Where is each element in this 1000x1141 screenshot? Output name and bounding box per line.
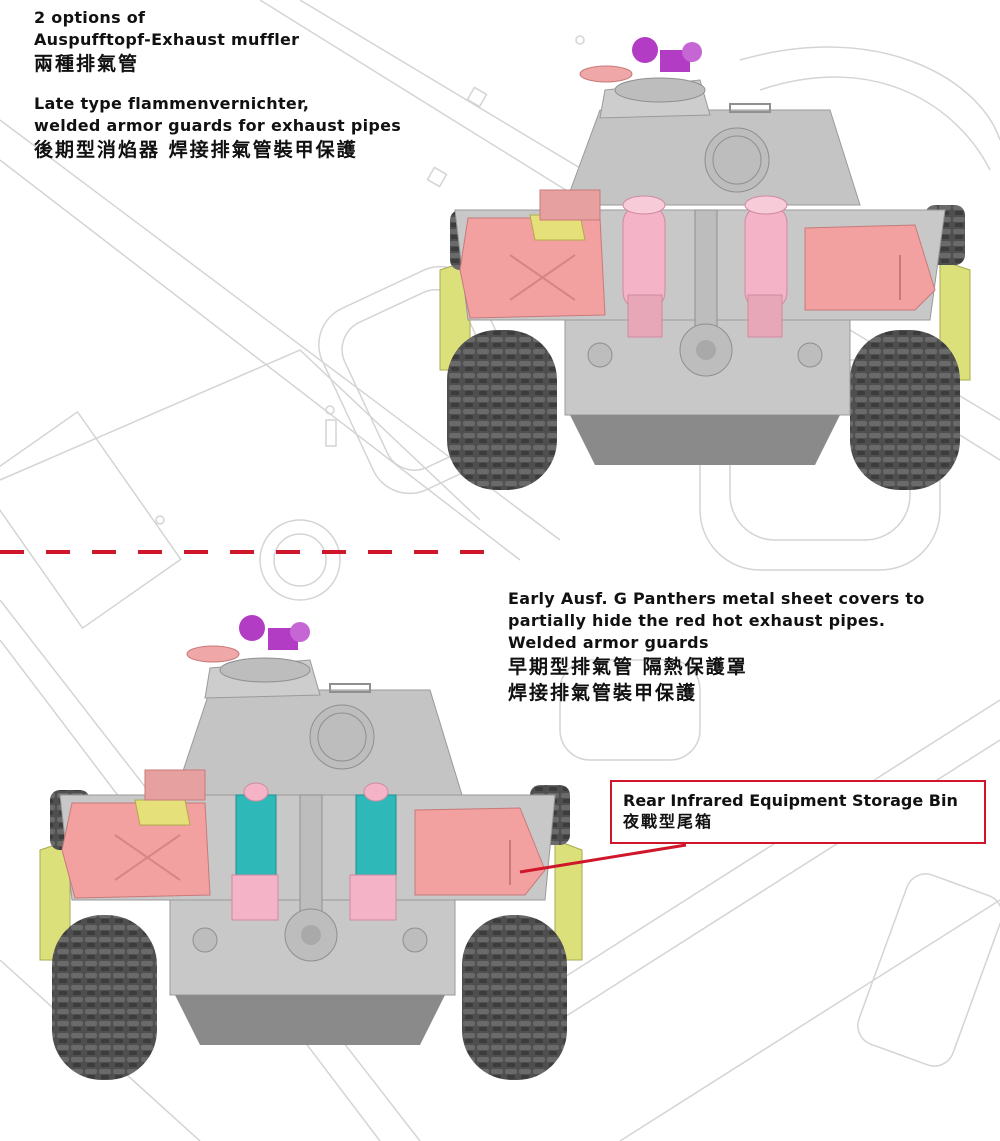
caption-line: Early Ausf. G Panthers metal sheet cover… [508, 589, 925, 608]
caption-line: Welded armor guards [508, 633, 709, 652]
caption-line: Auspufftopf-Exhaust muffler [34, 30, 300, 49]
caption-line-chinese: 早期型排氣管 隔熱保護罩 [508, 656, 748, 678]
tank-late-type [439, 37, 971, 490]
caption-line: welded armor guards for exhaust pipes [34, 116, 402, 135]
callout-label-chinese: 夜戰型尾箱 [623, 812, 714, 831]
callout-label: Rear Infrared Equipment Storage Bin [623, 791, 958, 810]
caption-line: partially hide the red hot exhaust pipes… [508, 611, 886, 630]
middle-caption: Early Ausf. G Panthers metal sheet cover… [508, 588, 925, 706]
top-caption: 2 options of Auspufftopf-Exhaust muffler… [34, 7, 401, 163]
storage-bin-callout: Rear Infrared Equipment Storage Bin 夜戰型尾… [610, 780, 986, 844]
caption-line-chinese: 焊接排氣管裝甲保護 [508, 682, 698, 704]
caption-line-chinese: 兩種排氣管 [34, 53, 140, 75]
caption-line: Late type flammenvernichter, [34, 94, 310, 113]
callout-arrow [519, 843, 687, 874]
tank-early-type [39, 615, 583, 1080]
caption-line-chinese: 後期型消焰器 焊接排氣管裝甲保護 [34, 139, 358, 161]
caption-line: 2 options of [34, 8, 146, 27]
